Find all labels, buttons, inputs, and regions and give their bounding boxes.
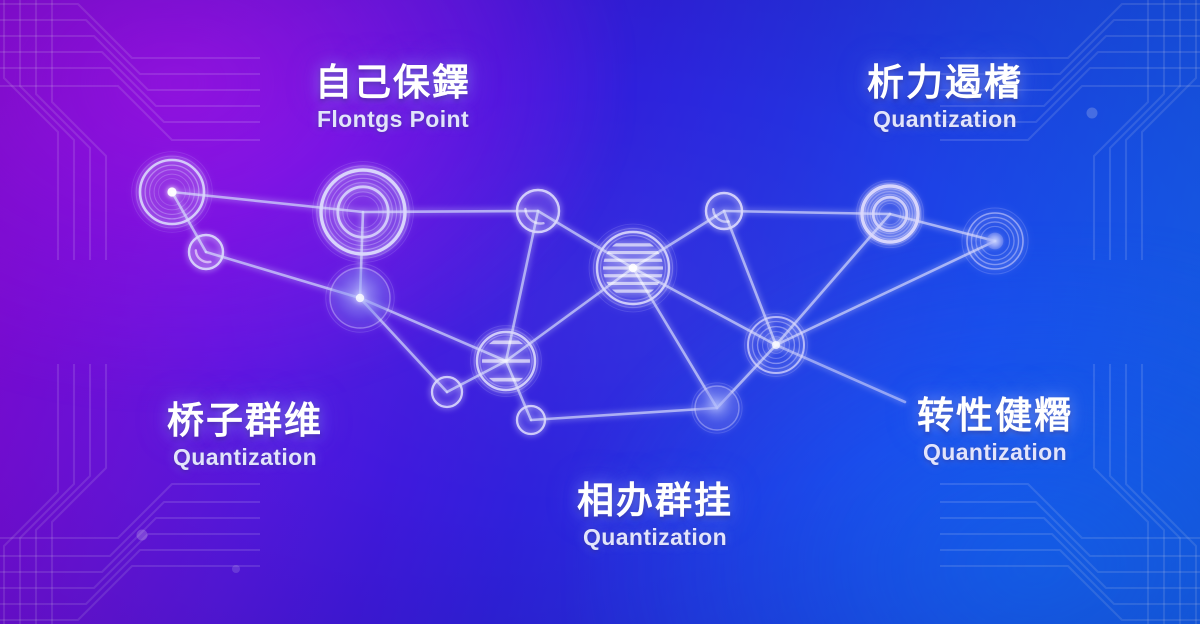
node-striped-hub — [588, 223, 678, 313]
label-quant-bottom-cn: 相办群挂 — [577, 480, 733, 521]
node-crescent-mid — [515, 188, 561, 234]
label-floating-point-en: Flontgs Point — [316, 106, 470, 133]
node-small-plain-lower — [515, 404, 547, 436]
label-quant-top-right-cn: 析力遏榰 — [867, 62, 1023, 103]
graph-edge — [504, 209, 540, 363]
node-filled-blue — [691, 382, 743, 434]
label-quant-left-cn: 桥子群维 — [167, 400, 323, 441]
graph-edge — [722, 209, 778, 347]
label-quant-right: 转性健糣 Quantization — [850, 395, 1140, 466]
edge-tail-to-right-label — [774, 343, 907, 404]
label-quant-left-en: Quantization — [172, 444, 318, 471]
node-radar-far-right — [961, 207, 1029, 275]
label-quant-left: 桥子群维 Quantization — [100, 400, 390, 471]
graph-edge — [529, 406, 719, 422]
label-quant-right-cn: 转性健糣 — [917, 395, 1073, 436]
circuit-terminal-dots — [136, 107, 1098, 573]
background-glow-blue — [576, 237, 1200, 624]
graph-edge — [774, 212, 892, 347]
label-quant-top-right-en: Quantization — [872, 106, 1018, 133]
node-small-crescent — [187, 233, 225, 271]
node-striped-lower — [470, 325, 542, 397]
node-big-rings — [312, 161, 414, 263]
label-quant-bottom: 相办群挂 Quantization — [510, 480, 800, 551]
node-crescent-upper — [704, 191, 744, 231]
node-spoke — [744, 313, 808, 377]
label-floating-point-cn: 自己保鐸 — [315, 62, 471, 103]
label-quant-bottom-en: Quantization — [582, 524, 728, 551]
graph-edge — [774, 239, 997, 347]
node-soft-glow — [325, 263, 395, 333]
label-quant-right-en: Quantization — [922, 439, 1068, 466]
node-rings-dot-left — [131, 151, 213, 233]
node-small-plain — [430, 375, 464, 409]
node-rings-right — [855, 179, 925, 249]
label-quant-top-right: 析力遏榰 Quantization — [800, 62, 1090, 133]
label-floating-point: 自己保鐸 Flontgs Point — [248, 62, 538, 133]
